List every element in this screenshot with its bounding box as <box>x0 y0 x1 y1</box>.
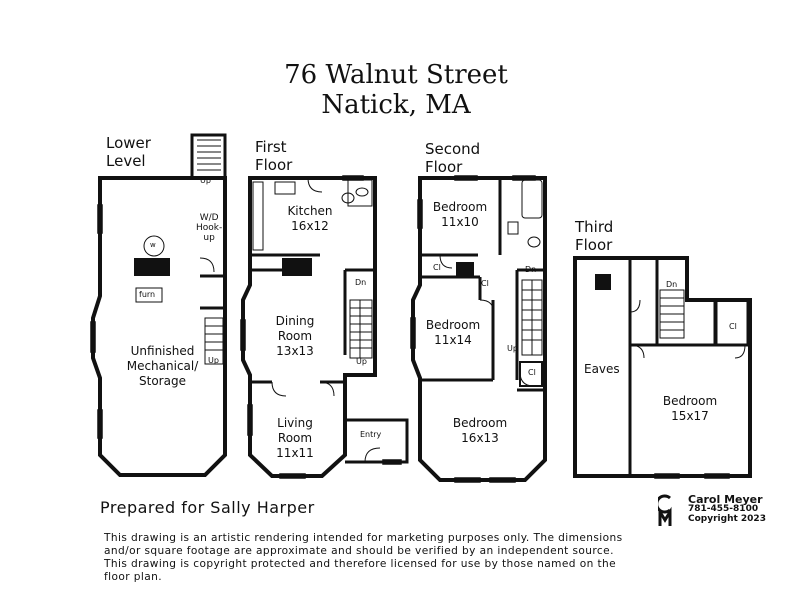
entry-label: Entry <box>360 430 382 439</box>
closet-label: Cl <box>433 263 441 272</box>
kitchen-sink <box>274 181 296 195</box>
kitchen-counter <box>252 181 264 251</box>
water-heater-label: w <box>150 241 156 249</box>
water-heater-icon <box>143 235 165 257</box>
first-floor-outline <box>241 176 377 478</box>
sink-icon <box>355 187 369 197</box>
furnace-label: furn <box>139 290 156 299</box>
address-line-1: 76 Walnut Street <box>284 60 508 90</box>
third-floor-label: Third Floor <box>575 218 614 254</box>
prepared-for: Prepared for Sally Harper <box>100 498 315 517</box>
disclaimer: This drawing is an artistic rendering in… <box>104 532 623 583</box>
closet-label: Cl <box>528 368 536 377</box>
toilet-icon <box>341 192 355 204</box>
second-stairs <box>521 279 543 356</box>
first-up-label: Up <box>356 357 367 366</box>
entry-outline <box>345 418 409 464</box>
closet-box <box>519 361 543 387</box>
closet-box <box>714 298 750 347</box>
credit-block: Carol Meyer 781-455-8100 Copyright 2023 <box>688 494 766 524</box>
third-floor-outline <box>573 256 752 478</box>
chimney-block <box>282 258 312 276</box>
second-up-label: Up <box>507 344 518 353</box>
lower-stairs <box>197 139 224 365</box>
chimney-block <box>456 262 474 276</box>
third-dn-label: Dn <box>666 280 678 289</box>
credit-phone: 781-455-8100 <box>688 504 759 514</box>
furnace-icon <box>135 287 163 303</box>
vanity-icon <box>507 221 519 235</box>
first-floor-label: First Floor <box>255 138 293 174</box>
bathtub-icon <box>521 179 543 219</box>
lower-up-label: Up <box>208 356 219 365</box>
wd-hookup-label: W/D Hook- up <box>196 213 223 243</box>
closet-label: Cl <box>481 279 489 288</box>
lower-up-label-top: Up <box>200 176 211 185</box>
lower-level-outline <box>91 176 227 477</box>
lower-stair-box <box>190 133 227 178</box>
toilet-icon <box>527 236 541 248</box>
credit-name: Carol Meyer <box>688 493 763 506</box>
first-stairs <box>349 299 373 359</box>
third-stairs <box>659 289 685 339</box>
address-line-2: Natick, MA <box>321 90 471 120</box>
cm-logo <box>658 494 672 526</box>
second-floor-outline <box>411 176 547 482</box>
eaves-label: Eaves <box>584 362 620 376</box>
chimney-block <box>134 258 170 276</box>
second-dn-label: Dn <box>525 265 537 274</box>
lower-level-label: Lower Level <box>106 134 151 170</box>
closet-label: Cl <box>729 322 737 331</box>
credit-copyright: Copyright 2023 <box>688 513 766 524</box>
second-floor-label: Second Floor <box>425 140 481 176</box>
first-dn-label: Dn <box>355 278 367 287</box>
chimney-block <box>595 274 611 290</box>
